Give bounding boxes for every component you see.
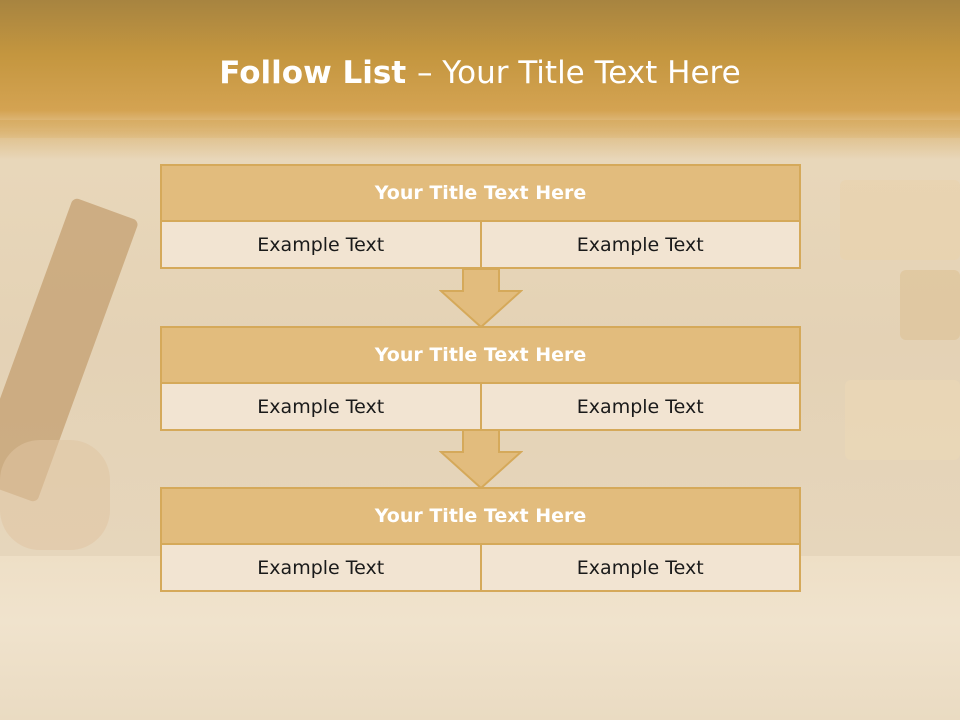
wood-block-shape (840, 180, 960, 260)
step-row-1: Example Text Example Text (162, 222, 799, 267)
step-box-1: Your Title Text Here Example Text Exampl… (160, 164, 801, 269)
step-box-2: Your Title Text Here Example Text Exampl… (160, 326, 801, 431)
step-2-left-cell: Example Text (162, 384, 480, 429)
down-arrow-icon (439, 269, 523, 329)
step-3-right-cell: Example Text (479, 545, 799, 590)
step-1-left-cell: Example Text (162, 222, 480, 267)
wood-block-shape (900, 270, 960, 340)
step-3-left-cell: Example Text (162, 545, 480, 590)
step-row-2: Example Text Example Text (162, 384, 799, 429)
slide-title: Follow List – Your Title Text Here (0, 55, 960, 91)
down-arrow-icon (439, 430, 523, 490)
step-box-3: Your Title Text Here Example Text Exampl… (160, 487, 801, 592)
step-title-2: Your Title Text Here (162, 328, 799, 384)
step-title-3: Your Title Text Here (162, 489, 799, 545)
step-row-3: Example Text Example Text (162, 545, 799, 590)
header-fade (0, 120, 960, 160)
header-band (0, 0, 960, 138)
step-title-1: Your Title Text Here (162, 166, 799, 222)
slide-title-rest: – Your Title Text Here (416, 55, 741, 91)
hand-shape (0, 440, 110, 550)
step-1-right-cell: Example Text (479, 222, 799, 267)
slide-title-bold: Follow List (219, 55, 417, 91)
wood-block-shape (845, 380, 960, 460)
step-2-right-cell: Example Text (479, 384, 799, 429)
